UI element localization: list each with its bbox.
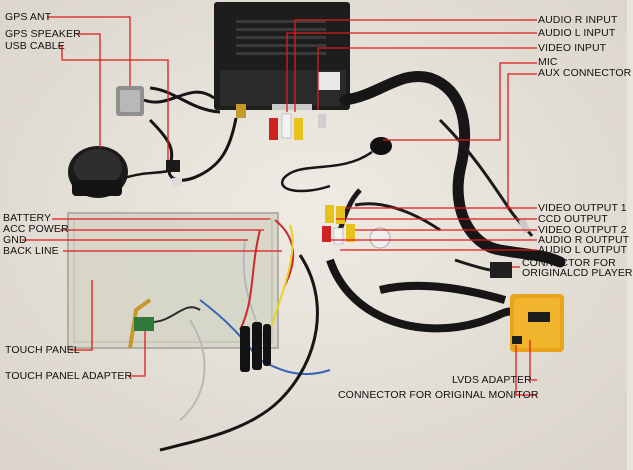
label-connector-cd-line1: CONNECTOR FOR bbox=[522, 257, 616, 269]
lvds-adapter bbox=[510, 294, 564, 352]
label-lvds-adapter: LVDS ADAPTER bbox=[452, 374, 532, 386]
label-video-input: VIDEO INPUT bbox=[538, 42, 607, 54]
label-audio-l-output: AUDIO L OUTPUT bbox=[538, 244, 628, 256]
rca-input-plugs bbox=[236, 104, 326, 140]
microphone bbox=[280, 137, 392, 193]
label-touch-panel: TOUCH PANEL bbox=[5, 344, 80, 356]
touch-panel-adapter bbox=[134, 306, 201, 331]
label-connector-original-monitor: CONNECTOR FOR ORIGINAL MONITOR bbox=[338, 389, 539, 401]
label-audio-r-output: AUDIO R OUTPUT bbox=[538, 234, 630, 246]
label-gnd: GND bbox=[3, 234, 27, 246]
usb-cable bbox=[148, 117, 238, 186]
gps-speaker bbox=[68, 146, 176, 198]
label-audio-l-input: AUDIO L INPUT bbox=[538, 27, 616, 39]
head-unit bbox=[214, 2, 350, 110]
label-connector-cd-line2: ORIGINALCD PLAYER bbox=[522, 267, 633, 279]
label-touch-panel-adapter: TOUCH PANEL ADAPTER bbox=[5, 370, 133, 382]
label-ccd-output: CCD OUTPUT bbox=[538, 213, 608, 225]
fuse-holders bbox=[240, 322, 271, 372]
label-usb-cable: USB CABLE bbox=[5, 40, 65, 52]
label-battery: BATTERY bbox=[3, 212, 52, 224]
lvds-harness bbox=[326, 258, 514, 333]
label-gps-ant: GPS ANT bbox=[5, 11, 52, 23]
label-mic: MIC bbox=[538, 56, 558, 68]
label-acc-power: ACC POWER bbox=[3, 223, 69, 235]
label-back-line: BACK LINE bbox=[3, 245, 59, 257]
label-video-output-1: VIDEO OUTPUT 1 bbox=[538, 202, 627, 214]
gps-antenna bbox=[116, 86, 221, 116]
label-video-output-2: VIDEO OUTPUT 2 bbox=[538, 224, 627, 236]
leader-lines bbox=[22, 16, 537, 396]
label-audio-r-input: AUDIO R INPUT bbox=[538, 14, 618, 26]
label-gps-speaker: GPS SPEAKER bbox=[5, 28, 81, 40]
cd-player-connector bbox=[454, 258, 512, 278]
label-aux-connector: AUX CONNECTOR bbox=[538, 67, 632, 79]
